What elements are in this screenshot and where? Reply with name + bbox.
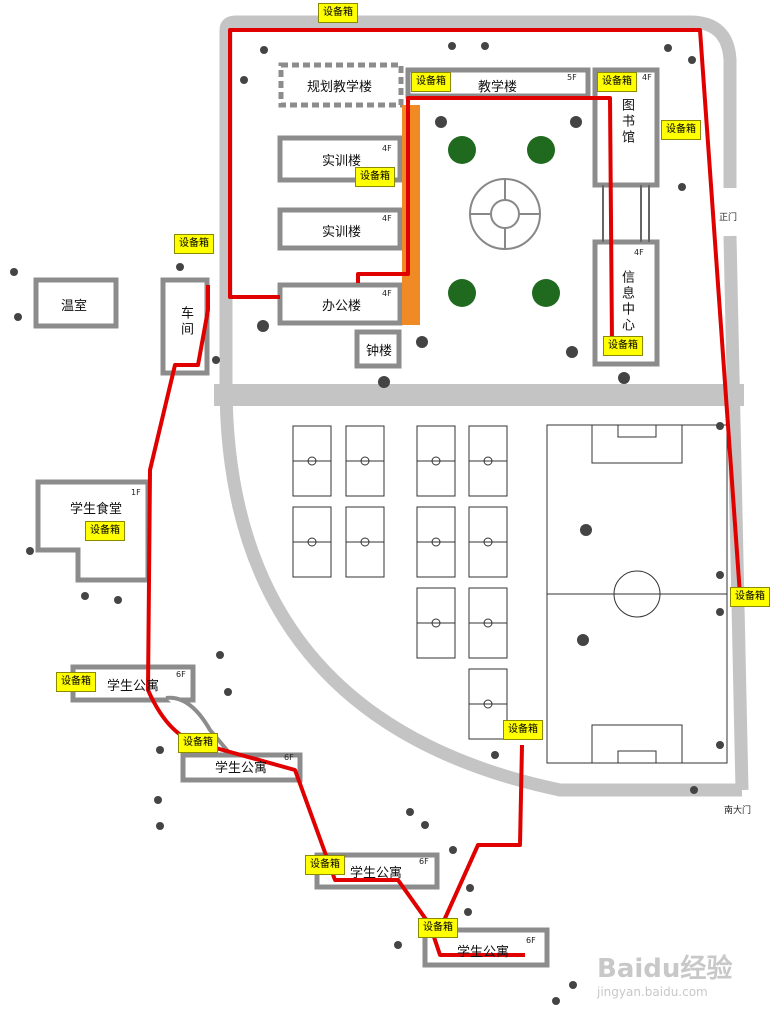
equipment-box: 设备箱: [418, 918, 458, 938]
building-label-dorm-1: 学生公寓: [107, 679, 160, 694]
courtyard: [448, 136, 560, 307]
tree-icons: [448, 136, 560, 307]
football-field: [546, 424, 728, 764]
building-label-canteen: 学生食堂: [70, 502, 123, 517]
floor-training-2: 4F: [382, 214, 392, 223]
equipment-box: 设备箱: [503, 720, 543, 740]
building-label-planning: 规划教学楼: [307, 80, 373, 95]
equipment-box: 设备箱: [597, 72, 637, 92]
equipment-box: 设备箱: [318, 3, 358, 23]
building-label-bell: 钟楼: [366, 344, 393, 359]
equipment-box: 设备箱: [411, 72, 451, 92]
equipment-box: 设备箱: [178, 733, 218, 753]
orange-corridor: [402, 105, 420, 325]
cable-route: [146, 28, 742, 957]
floor-dorm-2: 6F: [284, 753, 294, 762]
equipment-box: 设备箱: [174, 234, 214, 254]
building-label-greenhouse: 温室: [61, 299, 88, 314]
watermark-brand: Baidu经验: [597, 954, 733, 984]
building-label-info: 信息中心: [619, 270, 634, 334]
floor-dorm-4: 6F: [526, 936, 536, 945]
building-label-dorm-2: 学生公寓: [215, 761, 268, 776]
gate-label-east: 正门: [719, 213, 738, 223]
equipment-box: 设备箱: [85, 521, 125, 541]
building-label-training-1: 实训楼: [322, 154, 362, 169]
roads: [214, 15, 749, 797]
equipment-box: 设备箱: [56, 672, 96, 692]
camera-icons: [10, 42, 724, 1005]
building-label-dorm-4: 学生公寓: [457, 945, 510, 960]
building-label-workshop: 车间: [178, 306, 193, 338]
building-label-dorm-3: 学生公寓: [350, 866, 403, 881]
floor-training-1: 4F: [382, 144, 392, 153]
floor-teaching: 5F: [567, 73, 577, 82]
equipment-box: 设备箱: [305, 855, 345, 875]
building-label-teaching: 教学楼: [478, 80, 518, 95]
basketball-courts: [292, 425, 508, 740]
floor-canteen: 1F: [131, 488, 141, 497]
equipment-box: 设备箱: [603, 336, 643, 356]
floor-office: 4F: [382, 289, 392, 298]
floor-dorm-1: 6F: [176, 670, 186, 679]
floor-dorm-3: 6F: [419, 857, 429, 866]
equipment-box: 设备箱: [730, 587, 770, 607]
building-label-library: 图书馆: [619, 98, 634, 146]
building-label-training-2: 实训楼: [322, 225, 362, 240]
floor-library: 4F: [642, 73, 652, 82]
equipment-box: 设备箱: [661, 120, 701, 140]
floor-info: 4F: [634, 248, 644, 257]
gate-label-south: 南大门: [724, 806, 752, 816]
watermark-url: jingyan.baidu.com: [597, 985, 708, 999]
building-label-office: 办公楼: [322, 299, 362, 314]
equipment-box: 设备箱: [355, 167, 395, 187]
